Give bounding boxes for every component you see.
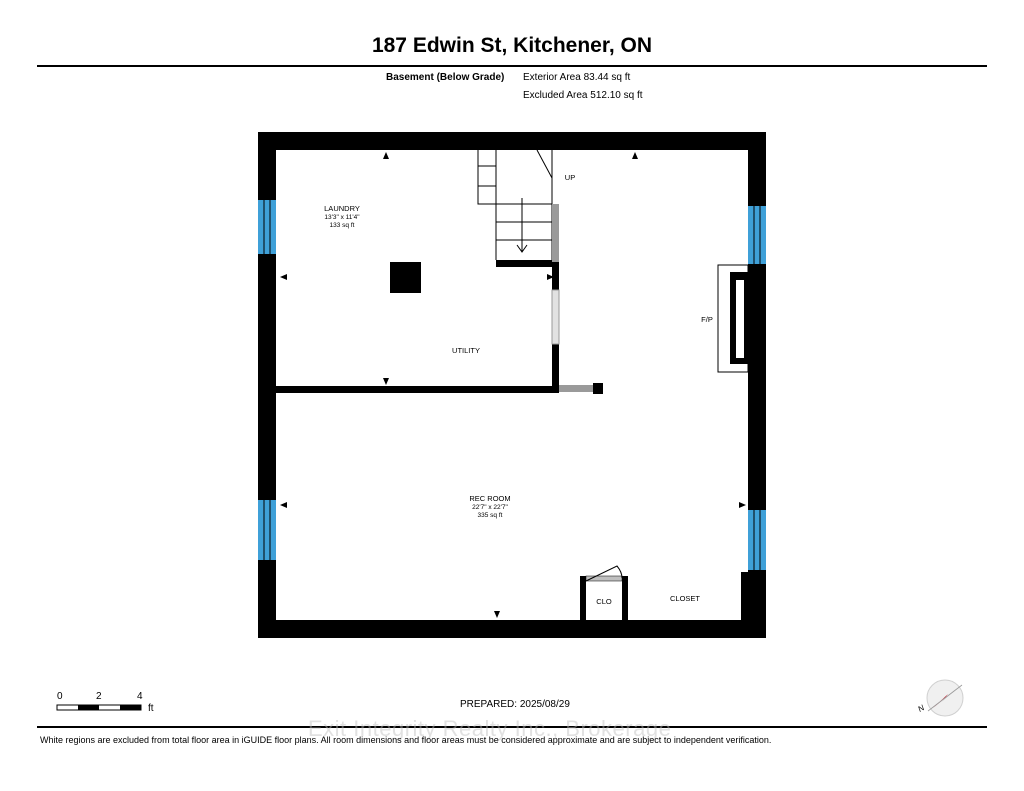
rec-door-panel bbox=[559, 385, 593, 392]
fireplace-label: F/P bbox=[701, 315, 713, 324]
furnace-block bbox=[390, 262, 421, 293]
window-east-lower bbox=[748, 510, 766, 570]
compass-north-label: N bbox=[916, 703, 926, 714]
brokerage-watermark: Exit Integrity Realty Inc., Brokerage bbox=[308, 716, 672, 741]
scale-tick-0: 0 bbox=[57, 691, 63, 702]
stair-rail bbox=[552, 204, 559, 262]
utility-name: UTILITY bbox=[452, 346, 480, 355]
room-labels: LAUNDRY 13'3" x 11'4" 133 sq ft UTILITY … bbox=[324, 173, 713, 606]
window-east-upper bbox=[748, 206, 766, 264]
rec-room-area: 335 sq ft bbox=[478, 512, 503, 519]
laundry-name: LAUNDRY bbox=[324, 204, 360, 213]
prepared-date: PREPARED: 2025/08/29 bbox=[460, 699, 570, 710]
window-laundry-west bbox=[258, 200, 276, 254]
clo-name: CLO bbox=[596, 597, 612, 606]
page-title: 187 Edwin St, Kitchener, ON bbox=[371, 34, 653, 57]
interior-walls bbox=[276, 260, 748, 620]
staircase bbox=[477, 149, 553, 262]
rec-room-dims: 22'7" x 22'7" bbox=[472, 504, 508, 511]
windows bbox=[258, 200, 766, 570]
scale-tick-4: 4 bbox=[137, 691, 143, 702]
rec-room-name: REC ROOM bbox=[469, 494, 510, 503]
closet-name: CLOSET bbox=[670, 594, 700, 603]
laundry-dims: 13'3" x 11'4" bbox=[324, 214, 360, 221]
header-rule bbox=[37, 65, 987, 67]
excluded-area: Excluded Area 512.10 sq ft bbox=[523, 90, 643, 101]
scale-unit: ft bbox=[148, 703, 154, 714]
laundry-area: 133 sq ft bbox=[330, 222, 355, 229]
closet-clo bbox=[580, 565, 628, 620]
exterior-area: Exterior Area 83.44 sq ft bbox=[523, 72, 631, 83]
utility-door-panel bbox=[551, 289, 560, 345]
disclaimer-text: White regions are excluded from total fl… bbox=[40, 735, 772, 745]
floor-name: Basement (Below Grade) bbox=[386, 72, 505, 83]
dimension-arrows bbox=[280, 152, 746, 618]
compass-icon bbox=[926, 679, 964, 717]
stairs-up-label: UP bbox=[565, 173, 575, 182]
fireplace bbox=[717, 264, 749, 373]
footer-rule bbox=[37, 726, 987, 728]
scale-bar bbox=[56, 704, 142, 711]
scale-tick-2: 2 bbox=[96, 691, 102, 702]
window-rec-west bbox=[258, 500, 276, 560]
